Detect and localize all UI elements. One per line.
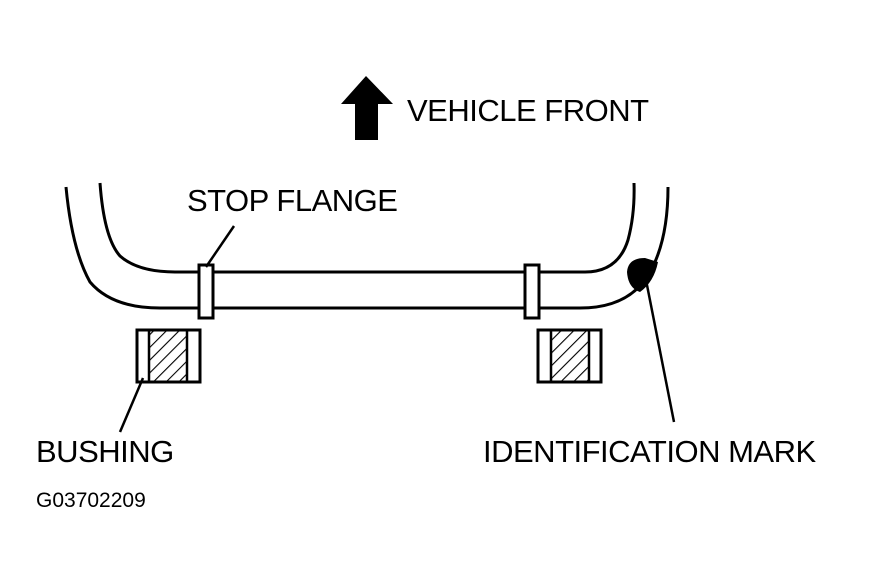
vehicle-front-label: VEHICLE FRONT	[407, 93, 649, 128]
bushing-leader-line	[118, 377, 145, 433]
bushing-label: BUSHING	[36, 434, 174, 469]
stabilizer-bar-outer-edge	[64, 186, 670, 310]
identification-mark-label: IDENTIFICATION MARK	[483, 434, 816, 469]
stop-flange-right	[523, 263, 541, 320]
stop-flange-leader-line	[204, 225, 236, 268]
bushing-right	[536, 328, 603, 384]
stop-flange-label: STOP FLANGE	[187, 183, 398, 218]
stop-flange-left	[197, 263, 215, 320]
bushing-left	[135, 328, 202, 384]
identification-mark-leader-line	[644, 279, 676, 423]
vehicle-front-arrow-icon	[341, 76, 393, 140]
identification-mark-dot	[627, 258, 658, 292]
stabilizer-bar-inner-edge	[98, 182, 636, 274]
figure-code: G03702209	[36, 489, 146, 512]
